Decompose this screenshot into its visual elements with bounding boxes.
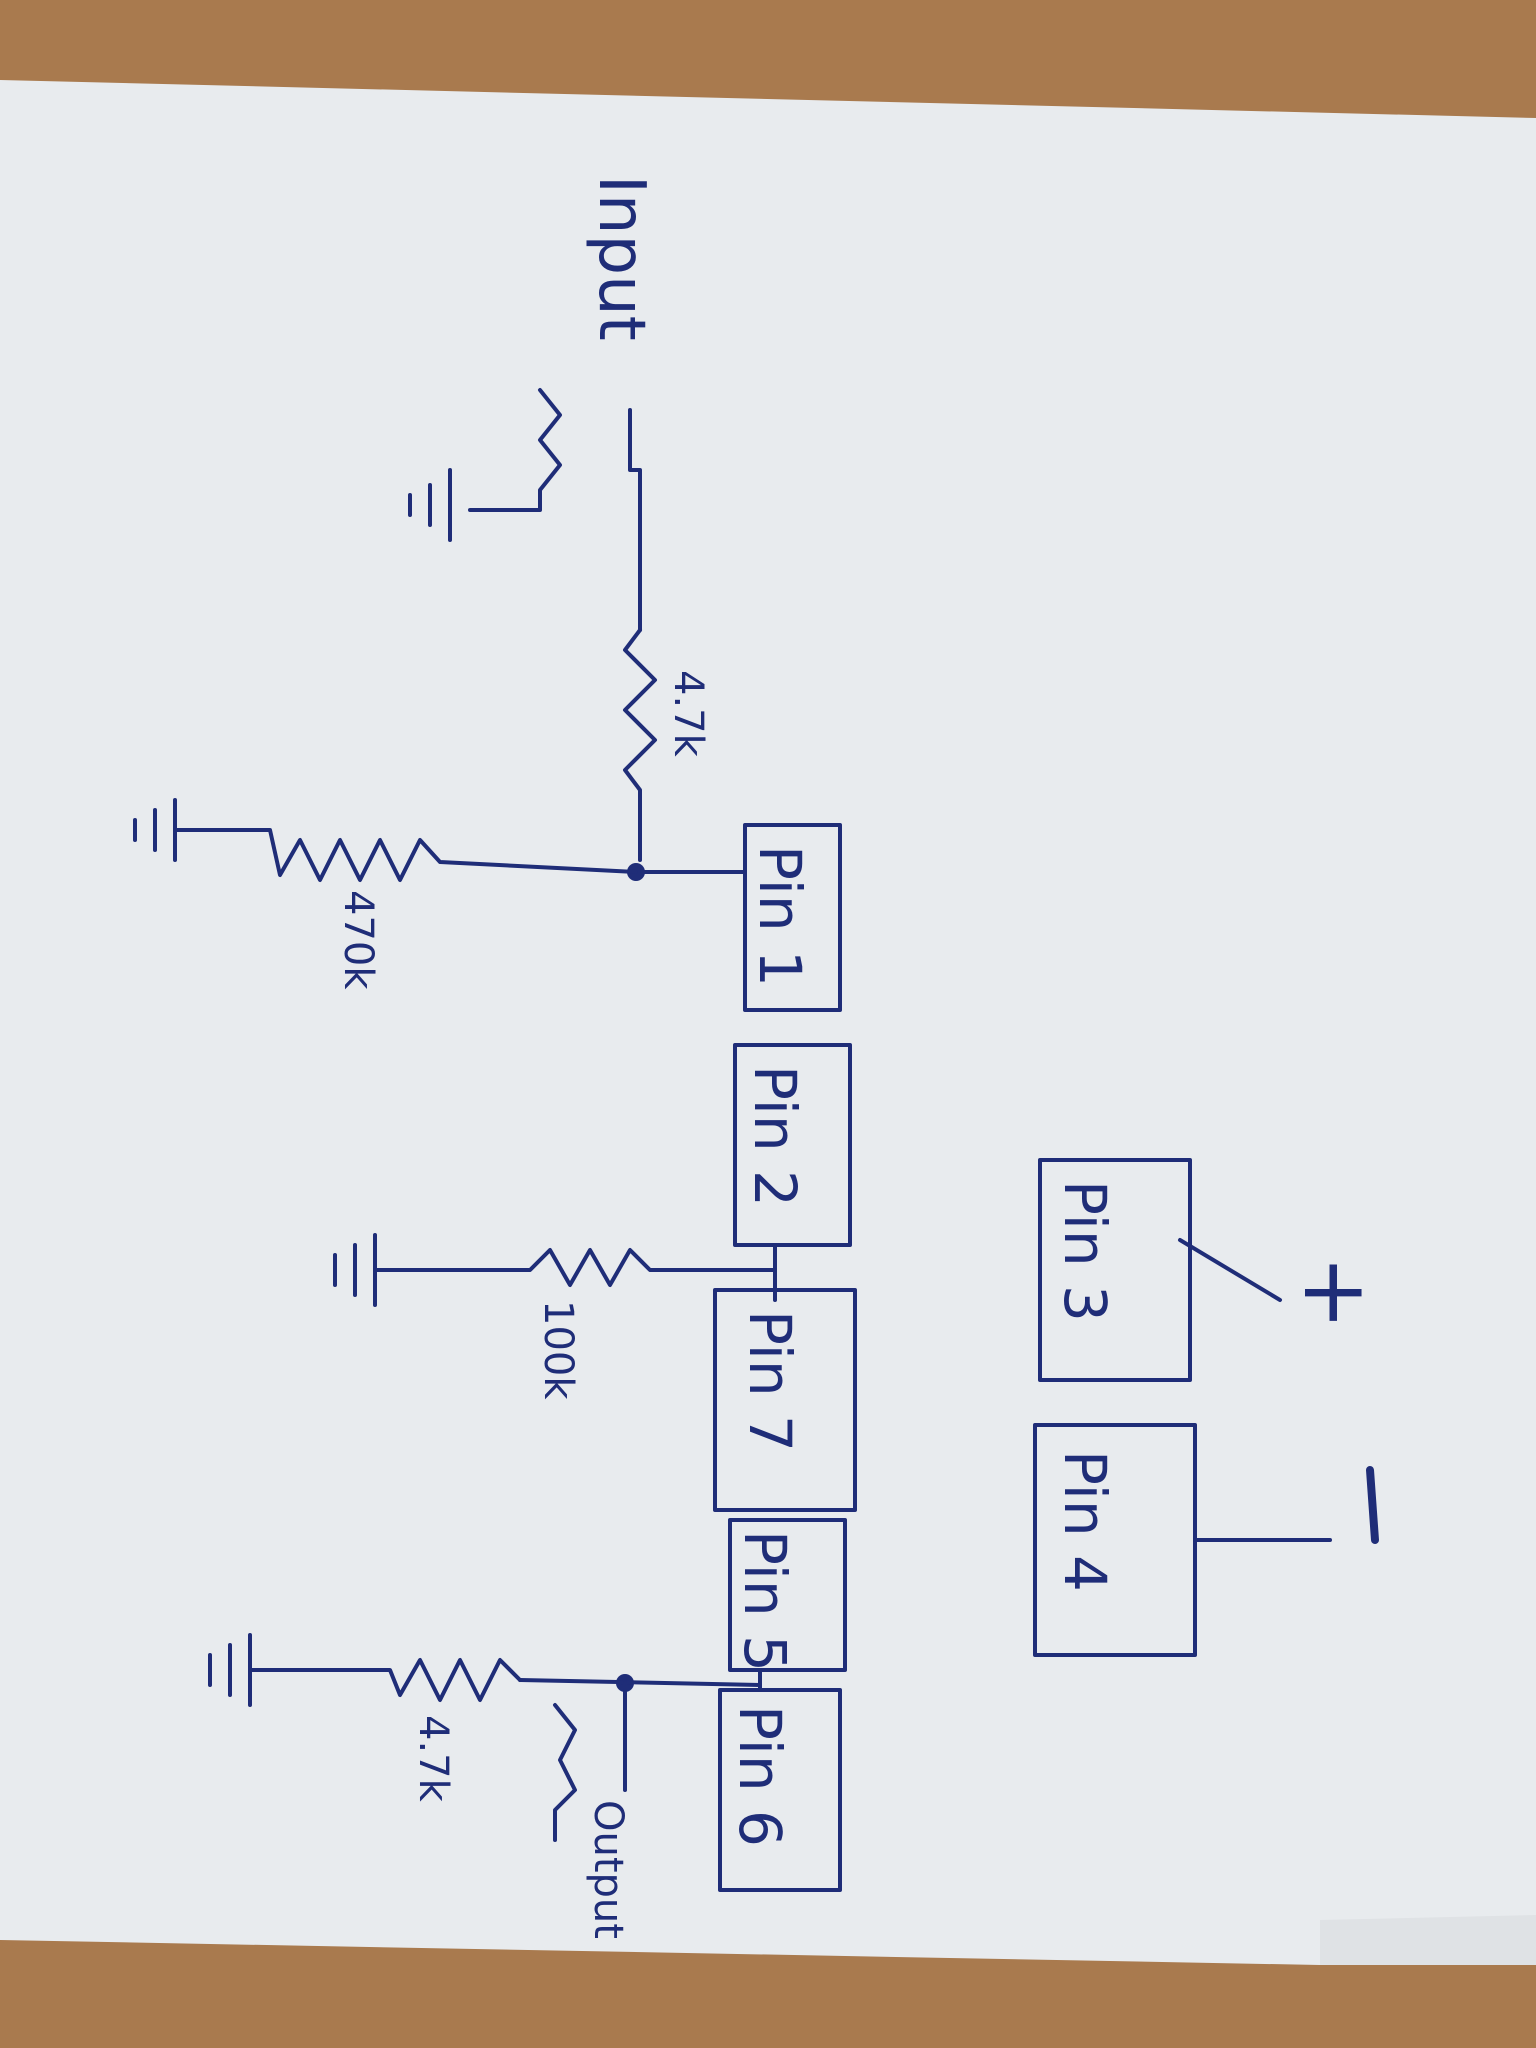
pin-label-pin3-page: Pin 3 [1051, 1180, 1119, 1322]
pin-box-pin6-page [718, 1688, 842, 1892]
wire-pin3-supply-page [1178, 1238, 1282, 1302]
resistor-pin1-ground-page [173, 828, 638, 882]
resistor-output-ground-page [248, 1658, 522, 1702]
ground-icon [208, 1633, 252, 1707]
resistor-pin2-ground-page [373, 1248, 777, 1287]
pin-label-pin5-page: Pin 5 [731, 1530, 799, 1672]
paper-sheet [0, 80, 1536, 1965]
pin-label-pin4-page: Pin 4 [1051, 1450, 1119, 1592]
paper-sheet-under [1320, 1915, 1536, 1965]
pin-label-pin6-page: Pin 6 [726, 1705, 794, 1847]
output-pulldown-page [553, 1703, 577, 1842]
resistor-value-pin2-ground-page: 100k [535, 1300, 581, 1400]
resistor-value-pin1-ground-page: 470k [335, 890, 381, 990]
pin-label-pin1-page: Pin 1 [746, 845, 814, 987]
pin-box-pin3-page [1038, 1158, 1192, 1382]
pin-box-pin5-page [728, 1518, 847, 1672]
resistor-input-series-page [623, 628, 657, 862]
supply-minus-bar [1366, 1466, 1379, 1544]
input-label-page: Input [584, 175, 658, 341]
pin-box-pin1-page [743, 823, 842, 1012]
input-pulldown-page [468, 388, 562, 512]
pin-box-pin7-page [713, 1288, 857, 1512]
schematic-page: Input 4.7k 470k Pin 1 Pin 2 Pin 7 Pin 5 … [133, 175, 1388, 1939]
output-label-page: Output [585, 1800, 631, 1939]
pin-label-pin7-page: Pin 7 [736, 1310, 804, 1452]
output-node-wire-page [518, 1678, 762, 1687]
ground-icon [408, 468, 452, 542]
resistor-value-input-series-page: 4.7k [665, 670, 711, 758]
pin-box-pin2-page [733, 1043, 852, 1247]
pin-label-pin2-page: Pin 2 [741, 1065, 809, 1207]
ground-icon [333, 1233, 377, 1307]
supply-plus-label-page: + [1283, 1255, 1388, 1330]
input-wire-page [628, 408, 642, 632]
resistor-value-output-ground-page: 4.7k [410, 1715, 456, 1803]
ground-icon [133, 798, 177, 862]
